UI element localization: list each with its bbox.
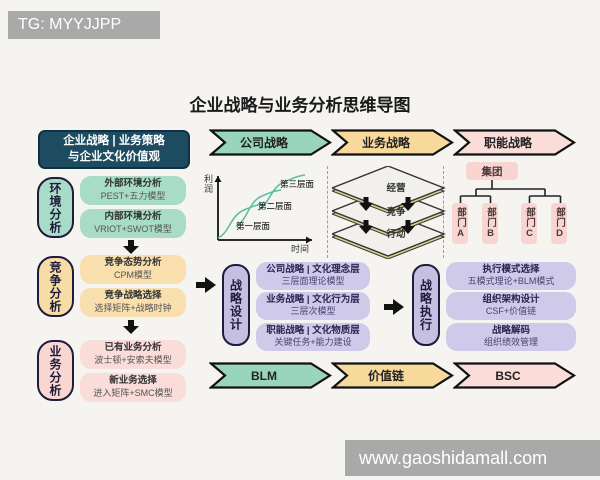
item-line2: 波士顿+安索夫模型 bbox=[94, 354, 172, 365]
left-panel-header-line2: 与企业文化价值观 bbox=[68, 150, 160, 163]
item-line2: 关键任务+能力建设 bbox=[274, 337, 352, 348]
execution-item-decoding: 战略解码 组织绩效管理 bbox=[446, 323, 576, 351]
org-dept-d: 部门D bbox=[551, 203, 567, 244]
layer-label-action: 行动 bbox=[386, 229, 406, 240]
strategy-layers-diagram bbox=[332, 166, 446, 259]
watermark-top-left: TG: MYYJJPP bbox=[8, 11, 160, 39]
page-title: 企业战略与业务分析思维导图 bbox=[189, 96, 411, 115]
chevron-label: BLM bbox=[251, 368, 277, 383]
item-line1: 业务战略 | 文化行为层 bbox=[266, 293, 360, 305]
chevron-shape bbox=[209, 129, 333, 156]
item-line2: VRIOT+SWOT模型 bbox=[94, 223, 172, 234]
org-dept-b: 部门B bbox=[482, 203, 498, 244]
left-panel-header: 企业战略 | 业务策略 与企业文化价值观 bbox=[38, 130, 190, 169]
chevron-shape bbox=[331, 129, 455, 156]
dept-label: 部门A bbox=[455, 207, 466, 240]
left-panel-header-line1: 企业战略 | 业务策略 bbox=[63, 134, 165, 147]
section-label-business-analysis: 业务分析 bbox=[37, 340, 74, 401]
section-label-text: 竞争分析 bbox=[48, 260, 62, 313]
chevron-label: 价值链 bbox=[367, 369, 404, 383]
arrow-down-icon bbox=[123, 240, 139, 254]
chevron-label: 职能战略 bbox=[483, 136, 532, 150]
three-horizons-chart: 第一层面 第二层面 第三层面 bbox=[214, 174, 315, 244]
arrow-right-icon bbox=[196, 277, 216, 293]
item-line2: CSF+价值链 bbox=[485, 306, 537, 317]
execution-item-org-design: 组织架构设计 CSF+价值链 bbox=[446, 292, 576, 320]
arrow-down-icon bbox=[123, 320, 139, 334]
section-label-competition-analysis: 竞争分析 bbox=[37, 256, 74, 317]
chart-x-axis-label: 时间 bbox=[291, 244, 310, 254]
section-label-text: 业务分析 bbox=[48, 344, 62, 397]
horizon-2-label: 第二层面 bbox=[258, 201, 293, 211]
item-internal-environment: 内部环境分析 VRIOT+SWOT模型 bbox=[80, 209, 186, 238]
item-line1: 外部环境分析 bbox=[104, 178, 162, 190]
chevron-corporate-strategy: 公司战略 bbox=[209, 129, 333, 156]
horizon-3-label: 第三层面 bbox=[280, 179, 315, 189]
chevron-label: 公司战略 bbox=[239, 136, 288, 150]
item-line1: 执行模式选择 bbox=[482, 263, 540, 275]
chevron-bsc: BSC bbox=[453, 362, 577, 389]
item-line1: 职能战略 | 文化物质层 bbox=[266, 324, 360, 336]
item-line1: 战略解码 bbox=[491, 324, 530, 336]
item-line2: PEST+五力模型 bbox=[100, 190, 166, 201]
item-competitive-posture: 竞争态势分析 CPM模型 bbox=[80, 255, 186, 284]
item-line1: 竞争战略选择 bbox=[104, 290, 162, 302]
item-line1: 组织架构设计 bbox=[482, 293, 540, 305]
item-line2: 进入矩阵+SMC模型 bbox=[93, 387, 173, 398]
strategy-design-capsule: 战略设计 bbox=[222, 264, 250, 346]
section-label-environment-analysis: 环境分析 bbox=[37, 177, 74, 238]
strategy-execution-capsule: 战略执行 bbox=[412, 264, 440, 346]
chevron-shape bbox=[453, 129, 577, 156]
org-chart-connectors bbox=[459, 180, 562, 203]
design-item-functional: 职能战略 | 文化物质层 关键任务+能力建设 bbox=[256, 323, 370, 351]
item-existing-business: 已有业务分析 波士顿+安索夫模型 bbox=[80, 340, 186, 369]
chart-y-axis-label: 利润 bbox=[203, 174, 213, 194]
chevron-value-chain: 价值链 bbox=[331, 362, 455, 389]
item-line2: 组织绩效管理 bbox=[483, 337, 538, 348]
item-line1: 内部环境分析 bbox=[104, 211, 162, 223]
chevron-business-strategy: 业务战略 bbox=[331, 129, 455, 156]
watermark-bottom-right: www.gaoshidamall.com bbox=[345, 440, 600, 476]
dashed-divider bbox=[443, 166, 444, 258]
item-line2: 五模式理论+BLM模式 bbox=[467, 276, 555, 287]
dashed-divider bbox=[327, 166, 328, 258]
item-line2: CPM模型 bbox=[114, 269, 152, 280]
item-line2: 选择矩阵+战略时钟 bbox=[94, 302, 172, 313]
item-line2: 三层次模型 bbox=[290, 306, 336, 317]
chevron-shape bbox=[209, 362, 333, 389]
item-line1: 公司战略 | 文化理念层 bbox=[266, 263, 360, 275]
layer-label-operations: 经营 bbox=[386, 183, 406, 194]
org-root-group: 集团 bbox=[466, 162, 518, 180]
item-competitive-strategy-choice: 竞争战略选择 选择矩阵+战略时钟 bbox=[80, 288, 186, 317]
dept-label: 部门C bbox=[524, 207, 535, 240]
item-line2: 三层面理论模型 bbox=[281, 276, 345, 287]
org-dept-c: 部门C bbox=[521, 203, 537, 244]
chevron-shape bbox=[331, 362, 455, 389]
layer-label-competition: 竞争 bbox=[386, 207, 406, 218]
arrow-right-icon bbox=[384, 299, 404, 315]
capsule-label: 战略设计 bbox=[228, 279, 243, 331]
chevron-blm: BLM bbox=[209, 362, 333, 389]
chevron-label: BSC bbox=[495, 368, 521, 383]
design-item-corporate: 公司战略 | 文化理念层 三层面理论模型 bbox=[256, 262, 370, 290]
item-new-business-choice: 新业务选择 进入矩阵+SMC模型 bbox=[80, 373, 186, 402]
design-item-business: 业务战略 | 文化行为层 三层次模型 bbox=[256, 292, 370, 320]
item-line1: 竞争态势分析 bbox=[104, 257, 162, 269]
item-line1: 新业务选择 bbox=[109, 375, 157, 387]
chevron-shape bbox=[453, 362, 577, 389]
item-external-environment: 外部环境分析 PEST+五力模型 bbox=[80, 176, 186, 205]
org-dept-a: 部门A bbox=[452, 203, 468, 244]
chevron-functional-strategy: 职能战略 bbox=[453, 129, 577, 156]
chevron-label: 业务战略 bbox=[361, 136, 410, 150]
execution-item-mode: 执行模式选择 五模式理论+BLM模式 bbox=[446, 262, 576, 290]
dept-label: 部门B bbox=[485, 207, 496, 240]
capsule-label: 战略执行 bbox=[418, 279, 433, 331]
dept-label: 部门D bbox=[554, 207, 565, 240]
item-line1: 已有业务分析 bbox=[104, 342, 162, 354]
horizon-1-label: 第一层面 bbox=[236, 221, 271, 231]
section-label-text: 环境分析 bbox=[48, 181, 62, 234]
